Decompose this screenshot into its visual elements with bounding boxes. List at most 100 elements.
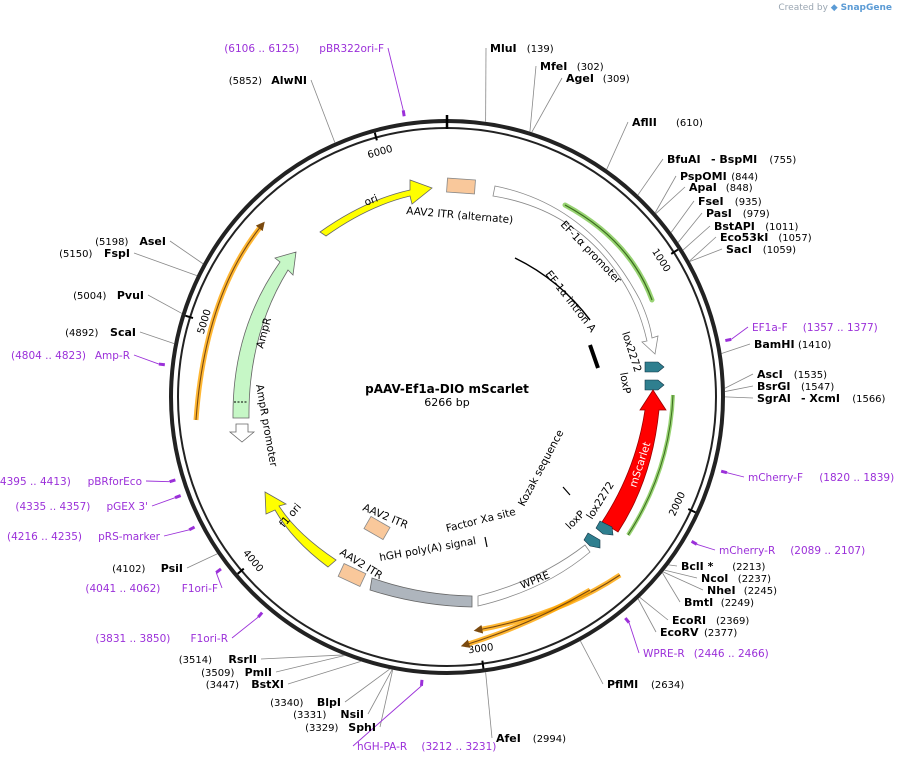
enzyme-line-20: [639, 597, 669, 621]
enzyme-site[interactable]: MfeI(302): [540, 60, 604, 73]
ori-feature[interactable]: [319, 179, 433, 237]
hgh-polya-feature[interactable]: [369, 577, 473, 608]
primer-line-1: [730, 326, 749, 340]
lox2272-top-marker[interactable]: [644, 361, 665, 373]
enzyme-site[interactable]: BlpI(3340): [270, 696, 341, 709]
primer-site[interactable]: EF1a-F(1357 .. 1377): [752, 322, 878, 334]
enzyme-site[interactable]: FseI(935): [698, 195, 762, 208]
enzyme-site[interactable]: BclI *(2213): [681, 560, 766, 573]
primer-line-4: [628, 622, 640, 654]
enzyme-site[interactable]: BsrGI(1547): [757, 380, 834, 393]
primer-site[interactable]: Amp-R(4804 .. 4823): [11, 350, 130, 362]
enzyme-name: AfeI: [496, 732, 521, 745]
enzyme-site[interactable]: BfuAI- BspMI(755): [667, 153, 796, 166]
ef1a-promoter-feature[interactable]: [492, 185, 659, 355]
enzyme-site[interactable]: ApaI(848): [689, 181, 753, 194]
enzyme-site[interactable]: AflII(610): [632, 116, 703, 129]
wpre-feature[interactable]: [477, 544, 591, 607]
enzyme-position: (2994): [533, 734, 566, 745]
primer-name: WPRE-R: [643, 648, 685, 660]
enzyme-site[interactable]: BamHI(1410): [754, 338, 831, 351]
enzyme-site[interactable]: PspOMI(844): [680, 170, 758, 183]
enzyme-site[interactable]: NcoI(2237): [701, 572, 771, 585]
enzyme-site[interactable]: NsiI(3331): [293, 708, 364, 721]
enzyme-name: FspI: [104, 247, 130, 260]
primer-line-6: [231, 616, 259, 639]
enzyme-site[interactable]: BmtI(2249): [684, 596, 754, 609]
ampr-promoter-feature[interactable]: [228, 423, 256, 443]
enzyme-site[interactable]: BstAPI(1011): [714, 220, 799, 233]
primer-name: F1ori-R: [191, 633, 228, 645]
primer-site[interactable]: WPRE-R(2446 .. 2466): [643, 648, 769, 660]
ampr-feature[interactable]: [232, 251, 297, 419]
label-factor-xa: Factor Xa site: [445, 506, 517, 535]
enzyme-site[interactable]: Eco53kI(1057): [720, 231, 812, 244]
enzyme-name-2: - XcmI: [801, 392, 840, 405]
primer-site[interactable]: F1ori-R (3831 .. 3850): [95, 633, 228, 645]
enzyme-site[interactable]: NheI(2245): [707, 584, 777, 597]
enzyme-site[interactable]: EcoRI(2369): [672, 614, 749, 627]
wpre-cds-arc-1[interactable]: [477, 572, 622, 633]
enzyme-site[interactable]: SacI(1059): [726, 243, 796, 256]
enzyme-site[interactable]: PsiI(4102): [112, 562, 183, 575]
ef1a-intron-arc[interactable]: [514, 257, 591, 321]
enzyme-site[interactable]: PmlI(3509): [201, 666, 272, 679]
primer-range: (2089 .. 2107): [790, 545, 865, 557]
enzyme-position: (3447): [206, 680, 239, 691]
enzyme-site[interactable]: MluI(139): [490, 42, 554, 55]
primer-site[interactable]: mCherry-F(1820 .. 1839): [748, 472, 894, 484]
enzyme-site[interactable]: SgrAI- XcmI(1566): [757, 392, 886, 405]
plasmid-size: 6266 bp: [424, 396, 469, 409]
enzyme-position: (4102): [112, 564, 145, 575]
enzyme-position: (1410): [798, 340, 831, 351]
enzyme-line-22: [580, 640, 604, 685]
enzyme-name: FseI: [698, 195, 724, 208]
enzyme-name: BamHI: [754, 338, 795, 351]
primer-site[interactable]: pGEX 3'(4335 .. 4357): [15, 501, 148, 513]
mscarlet-feature[interactable]: [601, 389, 667, 533]
enzyme-site[interactable]: AlwNI(5852): [229, 74, 307, 87]
enzyme-site[interactable]: BstXI(3447): [206, 678, 284, 691]
enzyme-site[interactable]: AscI(1535): [757, 368, 827, 381]
enzyme-site[interactable]: AseI(5198): [95, 235, 166, 248]
itr-alternate-box[interactable]: [446, 177, 476, 195]
enzyme-site[interactable]: PvuI(5004): [73, 289, 144, 302]
enzyme-site[interactable]: RsrII(3514): [179, 653, 257, 666]
itr-outer-box[interactable]: [337, 563, 367, 587]
f1-ori-feature[interactable]: [264, 491, 337, 568]
loxp-top-marker[interactable]: [644, 379, 665, 391]
primer-site[interactable]: pBRforEco(4395 .. 4413): [0, 476, 142, 488]
enzyme-site[interactable]: PasI(979): [706, 207, 770, 220]
primer-site[interactable]: pRS-marker(4216 .. 4235): [7, 531, 161, 543]
primer-site[interactable]: F1ori-F(4041 .. 4062): [85, 583, 218, 595]
enzyme-line-23: [485, 672, 493, 739]
enzyme-position: (979): [743, 209, 770, 220]
primer-site[interactable]: pBR322ori-F(6106 .. 6125): [224, 43, 384, 55]
itr-inner-box[interactable]: [363, 515, 391, 541]
enzyme-site[interactable]: AgeI(309): [566, 72, 630, 85]
primer-site[interactable]: mCherry-R(2089 .. 2107): [719, 545, 865, 557]
enzyme-position: (848): [726, 183, 753, 194]
enzyme-site[interactable]: PflMI(2634): [607, 678, 684, 691]
enzyme-position: (3509): [201, 668, 234, 679]
enzyme-site[interactable]: AfeI (2994): [496, 732, 566, 745]
lox2272-bottom-marker[interactable]: [595, 520, 614, 536]
enzyme-name: AseI: [139, 235, 166, 248]
primer-mark-3: [690, 540, 698, 546]
primer-range: (3831 .. 3850): [95, 633, 170, 645]
enzyme-position: (1547): [801, 382, 834, 393]
primer-site[interactable]: hGH-PA-R(3212 .. 3231): [357, 741, 496, 753]
primer-line-11: [133, 354, 160, 365]
enzyme-site[interactable]: ScaI(4892): [65, 326, 136, 339]
primer-name: hGH-PA-R: [357, 741, 407, 753]
enzyme-line-13: [724, 373, 754, 389]
enzyme-site[interactable]: SphI(3329): [305, 721, 376, 734]
enzyme-name: RsrII: [228, 653, 257, 666]
enzyme-site[interactable]: EcoRV(2377): [660, 626, 737, 639]
primer-range: (4041 .. 4062): [85, 583, 160, 595]
enzyme-line-33: [133, 252, 198, 277]
loxp-bottom-marker[interactable]: [583, 532, 601, 549]
enzyme-name: Eco53kI: [720, 231, 768, 244]
enzyme-site[interactable]: FspI(5150): [59, 247, 130, 260]
primer-mark-9: [174, 494, 182, 500]
